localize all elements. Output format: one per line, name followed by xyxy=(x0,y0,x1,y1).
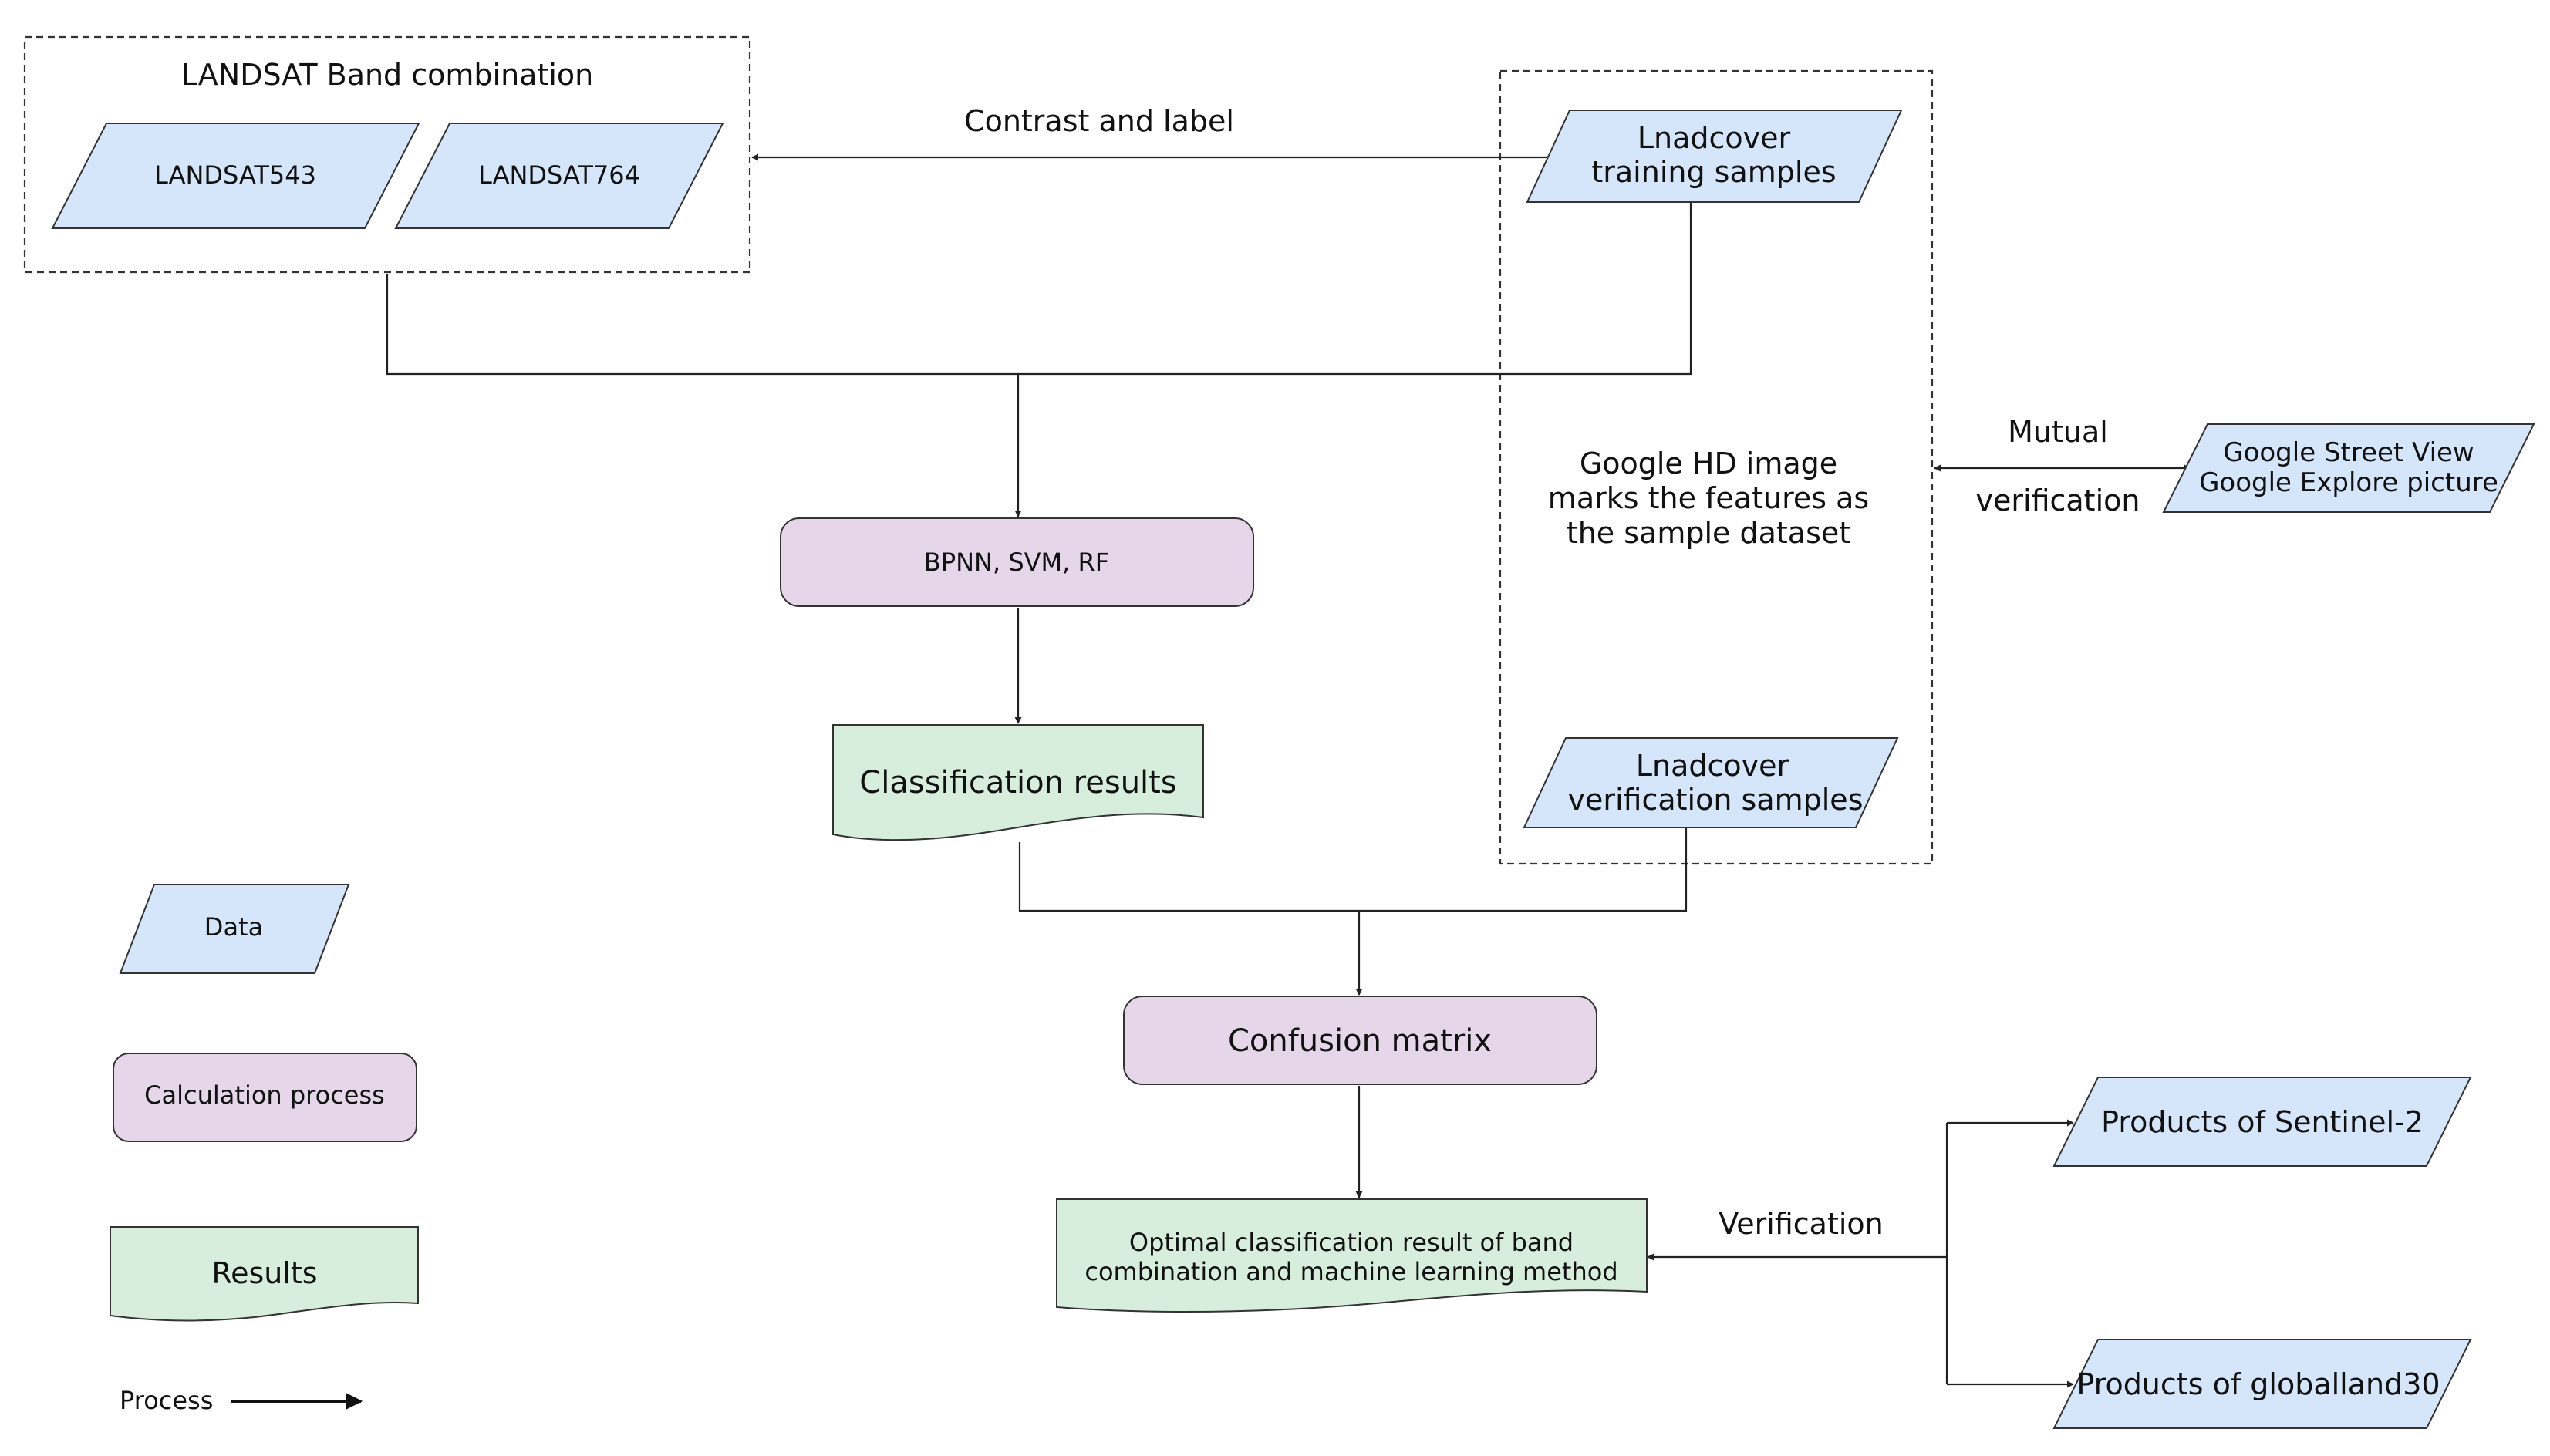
landsat543-shape xyxy=(51,123,420,229)
globalland-products-label: Products of globalland30 xyxy=(2076,1367,2440,1401)
confusion-matrix-label: Confusion matrix xyxy=(1228,1023,1492,1059)
verification-samples-shape xyxy=(1523,737,1899,828)
legend-process-label: Process xyxy=(120,1386,213,1415)
legend-results-shape xyxy=(110,1226,419,1322)
contrast-label-text: Contrast and label xyxy=(964,104,1234,138)
sentinel-products-label: Products of Sentinel-2 xyxy=(2101,1105,2424,1139)
bpnn-svm-rf-label: BPNN, SVM, RF xyxy=(924,548,1109,577)
google-hd-line3: the sample dataset xyxy=(1567,516,1850,550)
bpnn-svm-rf-shape xyxy=(780,517,1254,607)
legend-results: Results xyxy=(110,1226,419,1322)
band-combination-group xyxy=(23,35,751,274)
confusion-matrix-shape xyxy=(1123,996,1597,1085)
mutual-verification-line1: Mutual xyxy=(2008,415,2108,449)
google-hd-line1: Google HD image xyxy=(1580,447,1837,480)
legend-process: Process xyxy=(120,1386,363,1415)
street-view-node[interactable]: Google Street View Google Explore pictur… xyxy=(2162,423,2535,513)
legend-calculation-process-shape xyxy=(113,1053,417,1142)
connectors xyxy=(386,153,2191,1388)
verification-samples-node[interactable]: Lnadcover verification samples xyxy=(1523,737,1899,828)
optimal-result-line1: Optimal classification result of band xyxy=(1129,1228,1574,1257)
training-samples-node[interactable]: Lnadcover training samples xyxy=(1526,110,1903,203)
legend-results-label: Results xyxy=(211,1256,317,1290)
optimal-result-shape xyxy=(1056,1198,1648,1313)
optimal-result-line2: combination and machine learning method xyxy=(1084,1257,1617,1286)
sentinel-products-shape xyxy=(2052,1077,2472,1167)
bpnn-svm-rf-node[interactable]: BPNN, SVM, RF xyxy=(780,517,1254,607)
verification-samples-line1: Lnadcover xyxy=(1636,749,1789,783)
verification-samples-line2: verification samples xyxy=(1568,783,1864,817)
verification-label: Verification xyxy=(1719,1207,1884,1241)
landsat764-node[interactable]: LANDSAT764 xyxy=(394,123,724,229)
connector-classification-to-confusion xyxy=(1018,828,1688,912)
google-sample-group xyxy=(1499,69,1934,865)
landsat764-label: LANDSAT764 xyxy=(478,160,640,190)
landsat764-shape xyxy=(394,123,724,229)
optimal-result-node[interactable]: Optimal classification result of band co… xyxy=(1056,1198,1648,1313)
globalland-products-shape xyxy=(2052,1339,2472,1429)
legend-calculation-process: Calculation process xyxy=(113,1053,417,1142)
classification-results-shape xyxy=(832,724,1204,841)
globalland-products-node[interactable]: Products of globalland30 xyxy=(2052,1339,2472,1429)
training-samples-line2: training samples xyxy=(1591,155,1836,189)
sentinel-products-node[interactable]: Products of Sentinel-2 xyxy=(2052,1077,2472,1167)
classification-results-node[interactable]: Classification results xyxy=(832,724,1204,841)
legend-data: Data xyxy=(119,884,350,974)
legend-data-shape xyxy=(119,884,350,974)
legend-calculation-process-label: Calculation process xyxy=(144,1080,385,1110)
landsat543-node[interactable]: LANDSAT543 xyxy=(51,123,420,229)
legend: Data Calculation process Results Process xyxy=(110,884,419,1415)
legend-data-label: Data xyxy=(204,912,263,942)
street-view-line2: Google Explore picture xyxy=(2199,467,2498,498)
landsat543-label: LANDSAT543 xyxy=(154,160,316,190)
street-view-line1: Google Street View xyxy=(2223,437,2474,468)
training-samples-shape xyxy=(1526,110,1903,203)
band-group-title: LANDSAT Band combination xyxy=(181,58,594,92)
training-samples-line1: Lnadcover xyxy=(1638,121,1791,155)
connector-band-to-merge xyxy=(386,202,1692,376)
google-hd-line2: marks the features as xyxy=(1548,481,1869,515)
confusion-matrix-node[interactable]: Confusion matrix xyxy=(1123,996,1597,1085)
street-view-shape xyxy=(2162,423,2535,513)
classification-results-label: Classification results xyxy=(859,765,1176,800)
mutual-verification-line2: verification xyxy=(1976,484,2140,517)
